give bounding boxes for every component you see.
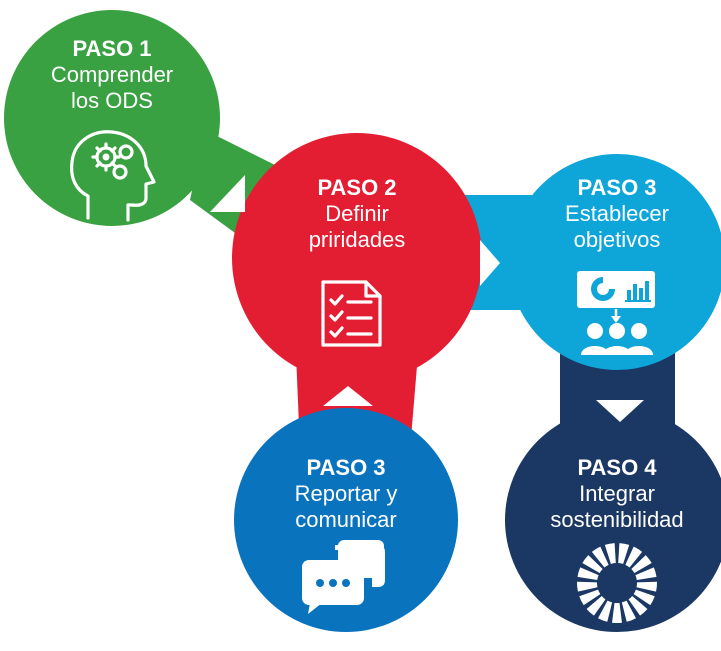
step-3b-title: PASO 3 [306,455,386,480]
step-4-line1: Integrar [579,480,655,506]
step-2-line1: Definir [325,200,389,226]
step-2-line2: priridades [308,226,406,252]
step-1-line1: Comprender [50,61,174,87]
step-4-title: PASO 4 [577,455,657,480]
head-gears-icon [70,130,156,222]
step-3b-text: PASO 3 Reportar y comunicar [236,455,456,533]
checklist-icon [321,280,382,347]
sdg-wheel-segment [633,589,655,606]
presentation-icon [577,271,655,355]
sdg-wheel-segment [591,546,609,568]
sdg-wheel-segment [631,555,652,574]
step-3b-line2: comunicar [295,506,397,532]
sdg-wheel-segment [582,555,603,574]
step-1-circle [4,10,220,226]
arrow-step2-to-step3a-icon [480,240,500,286]
step-1-text: PASO 1 Comprender los ODS [2,36,222,114]
sdg-wheel-segment [621,600,636,622]
sdg-wheel-segment [577,567,599,580]
step-2-circle [232,133,482,383]
sdg-wheel-segment [604,543,616,564]
sdg-wheel-segment [579,589,601,606]
sdg-wheel-segment [612,602,622,623]
sdg-wheel-segment [618,543,630,564]
step-3b-circle [234,408,458,632]
step-4-text: PASO 4 Integrar sostenibilidad [507,455,721,533]
step-1-title: PASO 1 [72,36,152,61]
sdg-wheel-segment [586,595,606,616]
step-4-circle [505,408,721,632]
sdg-wheel-segment [577,581,598,592]
step-2-title: PASO 2 [317,175,397,200]
arrow-step3b-to-step2-icon [323,386,373,406]
sdg-wheel-segment [636,581,657,592]
sdg-wheel-segment [598,600,613,622]
step-3a-text: PASO 3 Establecer objetivos [507,175,721,253]
sdg-wheel-segment [628,595,648,616]
step-2-text: PASO 2 Definir priridades [247,175,467,253]
arrow-step3a-to-step4-icon [596,400,644,422]
sdg-wheel-segment [635,567,657,580]
chat-bubbles-icon [302,540,385,614]
sdg-wheel-icon [577,543,657,623]
step-3a-line2: objetivos [573,226,661,252]
step-4-line2: sostenibilidad [550,506,684,532]
arrow-step1-to-step2-icon [210,175,245,212]
step-3b-line1: Reportar y [294,480,398,506]
step-1-line2: los ODS [71,87,153,113]
step-3a-title: PASO 3 [577,175,657,200]
step-3a-line1: Establecer [565,200,669,226]
sdg-wheel-segment [625,546,643,568]
step-3a-circle [509,154,721,370]
